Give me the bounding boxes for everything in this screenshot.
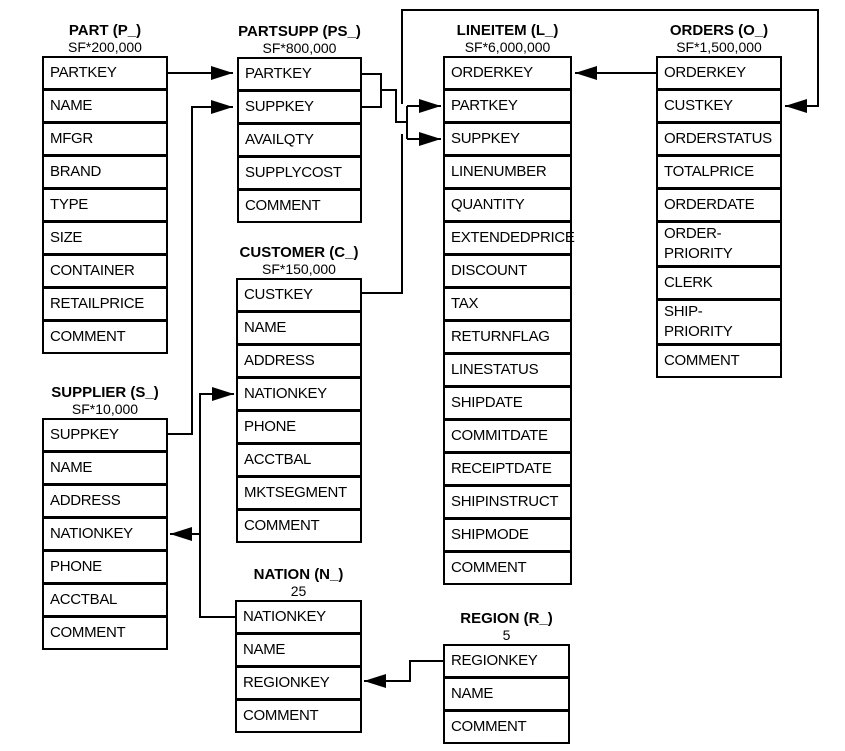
column-row: COMMENT — [42, 616, 168, 650]
column-row: NAME — [235, 633, 362, 667]
column-row: NAME — [42, 89, 168, 123]
column-row: COMMENT — [443, 551, 572, 585]
column-row: SUPPKEY — [237, 90, 362, 124]
column-row: LINESTATUS — [443, 353, 572, 387]
table-nation-title: NATION (N_) — [253, 566, 344, 583]
column-row: COMMENT — [235, 699, 362, 733]
column-row: SHIPINSTRUCT — [443, 485, 572, 519]
table-partsupp-cardinality: SF*800,000 — [262, 40, 337, 56]
arrow-nation-to-customer-nationkey — [199, 387, 235, 618]
column-row: CLERK — [656, 266, 782, 300]
column-row: COMMITDATE — [443, 419, 572, 453]
column-row: BRAND — [42, 155, 168, 189]
column-row: SHIPMODE — [443, 518, 572, 552]
column-row: CUSTKEY — [656, 89, 782, 123]
column-row: SHIPDATE — [443, 386, 572, 420]
column-row: EXTENDEDPRICE — [443, 221, 575, 255]
column-row: ADDRESS — [236, 344, 362, 378]
column-row: RECEIPTDATE — [443, 452, 572, 486]
column-row: MKTSEGMENT — [236, 476, 362, 510]
table-customer-title: CUSTOMER (C_) — [239, 244, 359, 261]
arrow-supplier-to-partsupp-suppkey — [168, 100, 233, 435]
table-supplier-cardinality: SF*10,000 — [71, 401, 139, 417]
column-row: RETAILPRICE — [42, 287, 168, 321]
table-orders-cardinality: SF*1,500,000 — [676, 39, 762, 55]
column-row: COMMENT — [443, 710, 570, 744]
column-row: COMMENT — [42, 320, 168, 354]
column-row: NATIONKEY — [42, 517, 168, 551]
column-row: LINENUMBER — [443, 155, 572, 189]
column-row: NAME — [443, 677, 570, 711]
column-row: ADDRESS — [42, 484, 168, 518]
column-row: PHONE — [236, 410, 362, 444]
column-row: REGIONKEY — [443, 644, 570, 678]
column-row: SIZE — [42, 221, 168, 255]
column-row: ORDERKEY — [656, 56, 782, 90]
column-row: CONTAINER — [42, 254, 168, 288]
arrow-region-to-nation-regionkey — [364, 660, 443, 688]
column-row: PARTKEY — [237, 57, 362, 91]
column-row: MFGR — [42, 122, 168, 156]
column-row: RETURNFLAG — [443, 320, 572, 354]
column-row: REGIONKEY — [235, 666, 362, 700]
column-row: ORDERDATE — [656, 188, 782, 222]
column-row: ORDER- PRIORITY — [656, 221, 782, 267]
column-row: TOTALPRICE — [656, 155, 782, 189]
table-part-title: PART (P_) — [68, 22, 142, 39]
table-customer-cardinality: SF*150,000 — [262, 261, 336, 277]
column-row: COMMENT — [237, 189, 362, 223]
column-row: NAME — [42, 451, 168, 485]
table-orders-title: ORDERS (O_) — [669, 22, 769, 39]
column-row: ACCTBAL — [42, 583, 168, 617]
table-supplier-title: SUPPLIER (S_) — [51, 384, 159, 401]
column-row: QUANTITY — [443, 188, 572, 222]
column-row: PHONE — [42, 550, 168, 584]
column-row: NAME — [236, 311, 362, 345]
table-part-cardinality: SF*200,000 — [68, 39, 142, 55]
column-row: AVAILQTY — [237, 123, 362, 157]
column-row: SHIP- PRIORITY — [656, 299, 782, 345]
column-row: NATIONKEY — [235, 600, 362, 634]
column-row: SUPPKEY — [42, 418, 168, 452]
table-region-cardinality: 5 — [502, 627, 511, 643]
column-row: ORDERKEY — [443, 56, 572, 90]
table-region-title: REGION (R_) — [460, 610, 553, 627]
table-lineitem-title: LINEITEM (L_) — [456, 22, 559, 39]
column-row: TYPE — [42, 188, 168, 222]
table-partsupp-title: PARTSUPP (PS_) — [238, 23, 361, 40]
column-row: CUSTKEY — [236, 278, 362, 312]
column-row: ACCTBAL — [236, 443, 362, 477]
column-row: ORDERSTATUS — [656, 122, 782, 156]
table-nation-cardinality: 25 — [290, 583, 307, 599]
connector-partsupp-to-lineitem-feed — [381, 89, 408, 139]
column-row: PARTKEY — [443, 89, 572, 123]
column-row: SUPPLYCOST — [237, 156, 362, 190]
connector-partsupp-key-join — [362, 73, 382, 108]
column-row: SUPPKEY — [443, 122, 572, 156]
column-row: COMMENT — [236, 509, 362, 543]
table-lineitem-cardinality: SF*6,000,000 — [464, 39, 551, 55]
column-row: NATIONKEY — [236, 377, 362, 411]
column-row: TAX — [443, 287, 572, 321]
column-row: COMMENT — [656, 344, 782, 378]
column-row: DISCOUNT — [443, 254, 572, 288]
column-row: PARTKEY — [42, 56, 168, 90]
